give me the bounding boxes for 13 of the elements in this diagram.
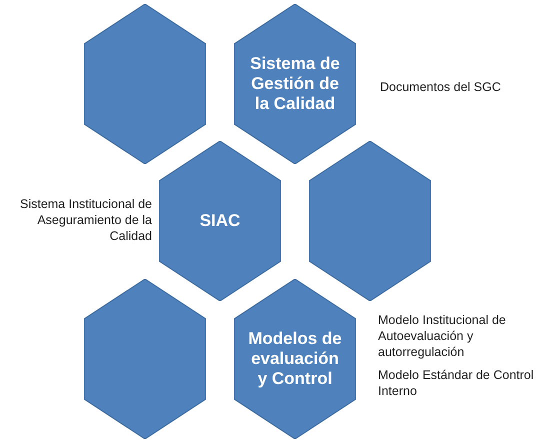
side-note: Modelo Institucional de Autoevaluación y autorregulación (378, 312, 507, 360)
hexagon (309, 141, 431, 301)
hexagon-label: Modelos de evaluación y Control (247, 329, 343, 389)
side-note: Documentos del SGC (380, 79, 502, 95)
hexagon (234, 4, 356, 164)
hexagon (159, 141, 281, 301)
hexagon-label: Sistema de Gestión de la Calidad (249, 54, 341, 114)
hexagon (84, 4, 206, 164)
side-note: Sistema Institucional de Aseguramiento de la Calidad (18, 196, 152, 244)
side-note: Modelo Estándar de Control Interno (378, 367, 535, 399)
hexagon-label: SIAC (198, 211, 242, 231)
hexagon (84, 279, 206, 439)
hexagon (234, 279, 356, 439)
